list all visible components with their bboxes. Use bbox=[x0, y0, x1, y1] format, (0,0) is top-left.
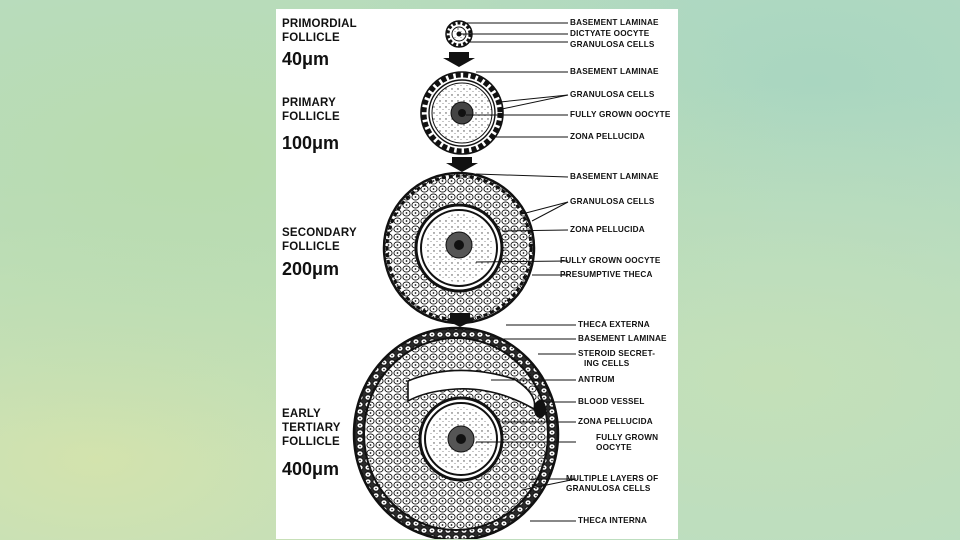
primary-title-line1: PRIMARY bbox=[282, 97, 337, 109]
label-secondary-granulosa-cells: GRANULOSA CELLS bbox=[570, 197, 655, 206]
label-tertiary-oocyte-line2: OOCYTE bbox=[596, 443, 632, 452]
label-theca-externa: THECA EXTERNA bbox=[578, 320, 650, 329]
stage-arrow-3 bbox=[444, 313, 476, 327]
primordial-title-line2: FOLLICLE bbox=[282, 32, 340, 44]
tertiary-title-line2: TERTIARY bbox=[282, 422, 341, 434]
label-steroid-line2: ING CELLS bbox=[584, 359, 630, 368]
label-multi-line2: GRANULOSA CELLS bbox=[566, 484, 651, 493]
primary-follicle-drawing bbox=[420, 71, 504, 155]
primary-title: PRIMARY FOLLICLE bbox=[282, 96, 340, 124]
primary-title-line2: FOLLICLE bbox=[282, 111, 340, 123]
primary-size: 100μm bbox=[282, 133, 340, 153]
stage-arrow-1 bbox=[443, 52, 475, 67]
label-primary-basement-laminae: BASEMENT LAMINAE bbox=[570, 67, 659, 76]
leader-lines bbox=[461, 22, 577, 522]
tertiary-title-line3: FOLLICLE bbox=[282, 436, 340, 448]
label-secondary-basement-laminae: BASEMENT LAMINAE bbox=[570, 172, 659, 181]
label-primary-zona-pellucida: ZONA PELLUCIDA bbox=[570, 132, 645, 141]
tertiary-size: 400μm bbox=[282, 459, 340, 479]
secondary-size: 200μm bbox=[282, 259, 340, 279]
secondary-follicle-drawing bbox=[382, 171, 536, 325]
stage-arrow-2 bbox=[446, 157, 478, 172]
label-steroid-line1: STEROID SECRET- bbox=[578, 349, 656, 358]
label-steroid-secreting-cells: STEROID SECRET- ING CELLS bbox=[578, 349, 655, 369]
label-primary-granulosa-cells: GRANULOSA CELLS bbox=[570, 90, 655, 99]
label-tertiary-oocyte-line1: FULLY GROWN bbox=[596, 433, 659, 442]
tertiary-follicle-drawing bbox=[352, 326, 560, 539]
secondary-title: SECONDARY FOLLICLE bbox=[282, 226, 357, 254]
label-tertiary-zona-pellucida: ZONA PELLUCIDA bbox=[578, 417, 653, 426]
secondary-title-line1: SECONDARY bbox=[282, 227, 357, 239]
label-multiple-layers-granulosa: MULTIPLE LAYERS OF GRANULOSA CELLS bbox=[566, 474, 658, 494]
primordial-title-line1: PRIMORDIAL bbox=[282, 18, 357, 30]
label-presumptive-theca: PRESUMPTIVE THECA bbox=[560, 270, 653, 279]
label-dictyate-oocyte: DICTYATE OOCYTE bbox=[570, 29, 650, 38]
label-primordial-basement-laminae: BASEMENT LAMINAE bbox=[570, 18, 659, 27]
secondary-title-line2: FOLLICLE bbox=[282, 241, 340, 253]
label-blood-vessel: BLOOD VESSEL bbox=[578, 397, 645, 406]
tertiary-title-line1: EARLY bbox=[282, 408, 321, 420]
label-tertiary-oocyte: FULLY GROWN OOCYTE bbox=[596, 433, 658, 453]
label-primordial-granulosa-cells: GRANULOSA CELLS bbox=[570, 40, 655, 49]
label-theca-interna: THECA INTERNA bbox=[578, 516, 648, 525]
primordial-size: 40μm bbox=[282, 49, 330, 69]
primordial-title: PRIMORDIAL FOLLICLE bbox=[282, 17, 357, 45]
label-primary-oocyte: FULLY GROWN OOCYTE bbox=[570, 110, 671, 119]
diagram-panel: PRIMORDIAL FOLLICLE 40μm PRIMARY FOLLICL… bbox=[276, 9, 678, 539]
label-secondary-zona-pellucida: ZONA PELLUCIDA bbox=[570, 225, 645, 234]
label-secondary-oocyte: FULLY GROWN OOCYTE bbox=[560, 256, 661, 265]
label-multi-line1: MULTIPLE LAYERS OF bbox=[566, 474, 659, 483]
tertiary-title: EARLY TERTIARY FOLLICLE bbox=[282, 407, 341, 449]
follicle-drawing bbox=[352, 20, 577, 539]
label-tertiary-basement-laminae: BASEMENT LAMINAE bbox=[578, 334, 667, 343]
label-antrum: ANTRUM bbox=[578, 375, 615, 384]
